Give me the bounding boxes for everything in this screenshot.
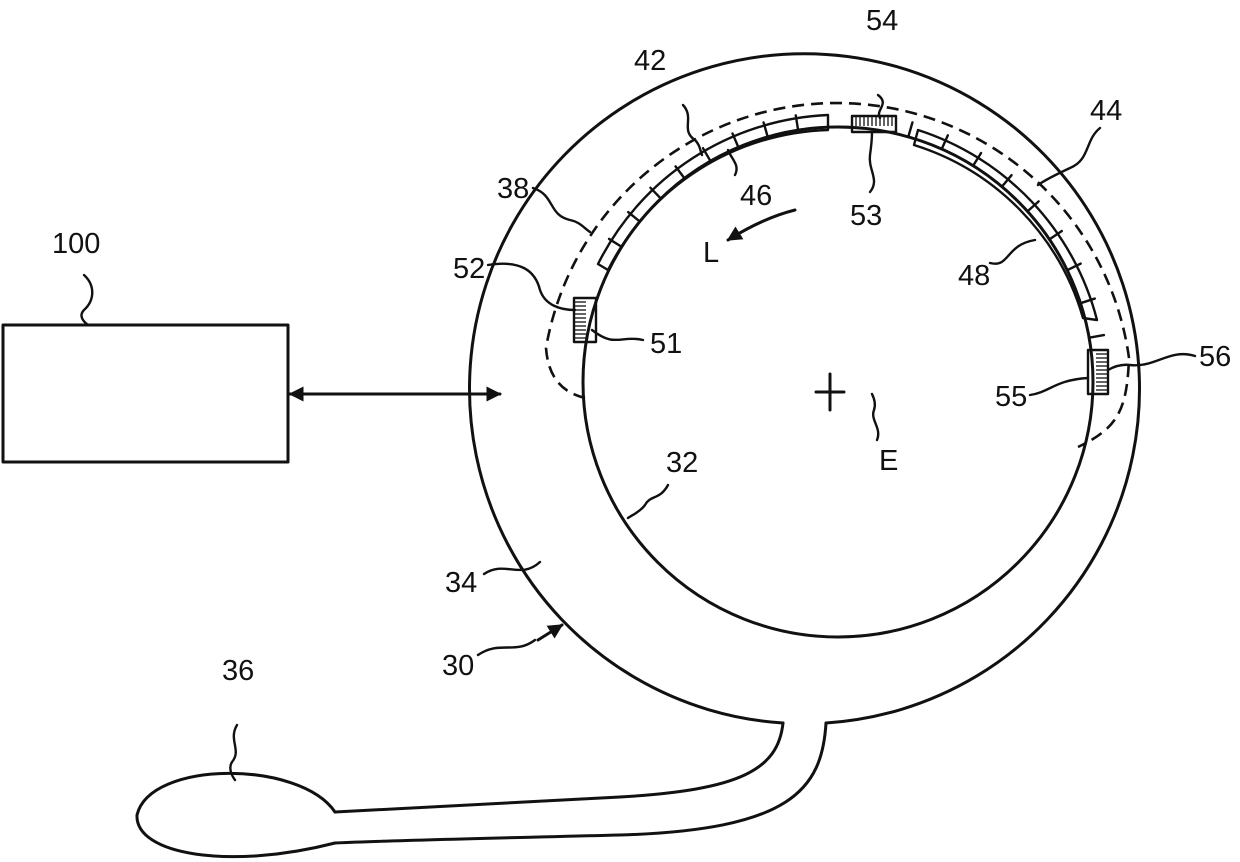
leader-30 <box>478 640 535 655</box>
controller-box <box>3 325 288 462</box>
leader-52 <box>488 264 575 310</box>
leader-46 <box>728 150 737 175</box>
leader-34 <box>484 562 540 574</box>
label-E: E <box>879 445 898 477</box>
label-53: 53 <box>850 200 882 232</box>
strip-segment-divider <box>1089 335 1104 338</box>
label-44: 44 <box>1090 95 1122 127</box>
cuff-outer-wall <box>470 54 1140 723</box>
pump-bulb <box>137 773 335 856</box>
label-34: 34 <box>445 567 477 599</box>
label-56: 56 <box>1199 341 1231 373</box>
leader-100 <box>81 275 92 325</box>
electrode-strip-right <box>908 122 1104 337</box>
leader-55 <box>1030 378 1088 395</box>
leader-36 <box>230 725 237 780</box>
label-38: 38 <box>497 173 529 205</box>
label-100: 100 <box>52 228 100 260</box>
leader-42 <box>683 105 702 155</box>
rotation-arrow <box>728 210 795 240</box>
bladder-outline <box>546 103 1129 447</box>
label-42: 42 <box>634 45 666 77</box>
tube-upper <box>335 723 783 812</box>
leader-38 <box>533 188 590 232</box>
pad-left <box>574 298 596 342</box>
label-52: 52 <box>453 253 485 285</box>
leader-48 <box>990 240 1035 264</box>
strip-segment-divider <box>908 122 912 136</box>
tube-lower <box>335 723 826 843</box>
label-36: 36 <box>222 655 254 687</box>
label-30: 30 <box>442 650 474 682</box>
strip-segment-divider <box>650 188 660 199</box>
leader-56 <box>1108 354 1195 370</box>
label-54: 54 <box>866 5 898 37</box>
leader-32 <box>628 485 668 518</box>
label-51: 51 <box>650 328 682 360</box>
label-55: 55 <box>995 381 1027 413</box>
label-46: 46 <box>740 180 772 212</box>
arrow-30 <box>538 625 562 640</box>
leader-51 <box>592 330 643 340</box>
strip-segment-divider <box>628 212 640 221</box>
label-32: 32 <box>666 447 698 479</box>
leader-53 <box>870 132 874 192</box>
label-48: 48 <box>958 260 990 292</box>
label-L: L <box>703 237 719 269</box>
leader-E <box>872 394 878 440</box>
